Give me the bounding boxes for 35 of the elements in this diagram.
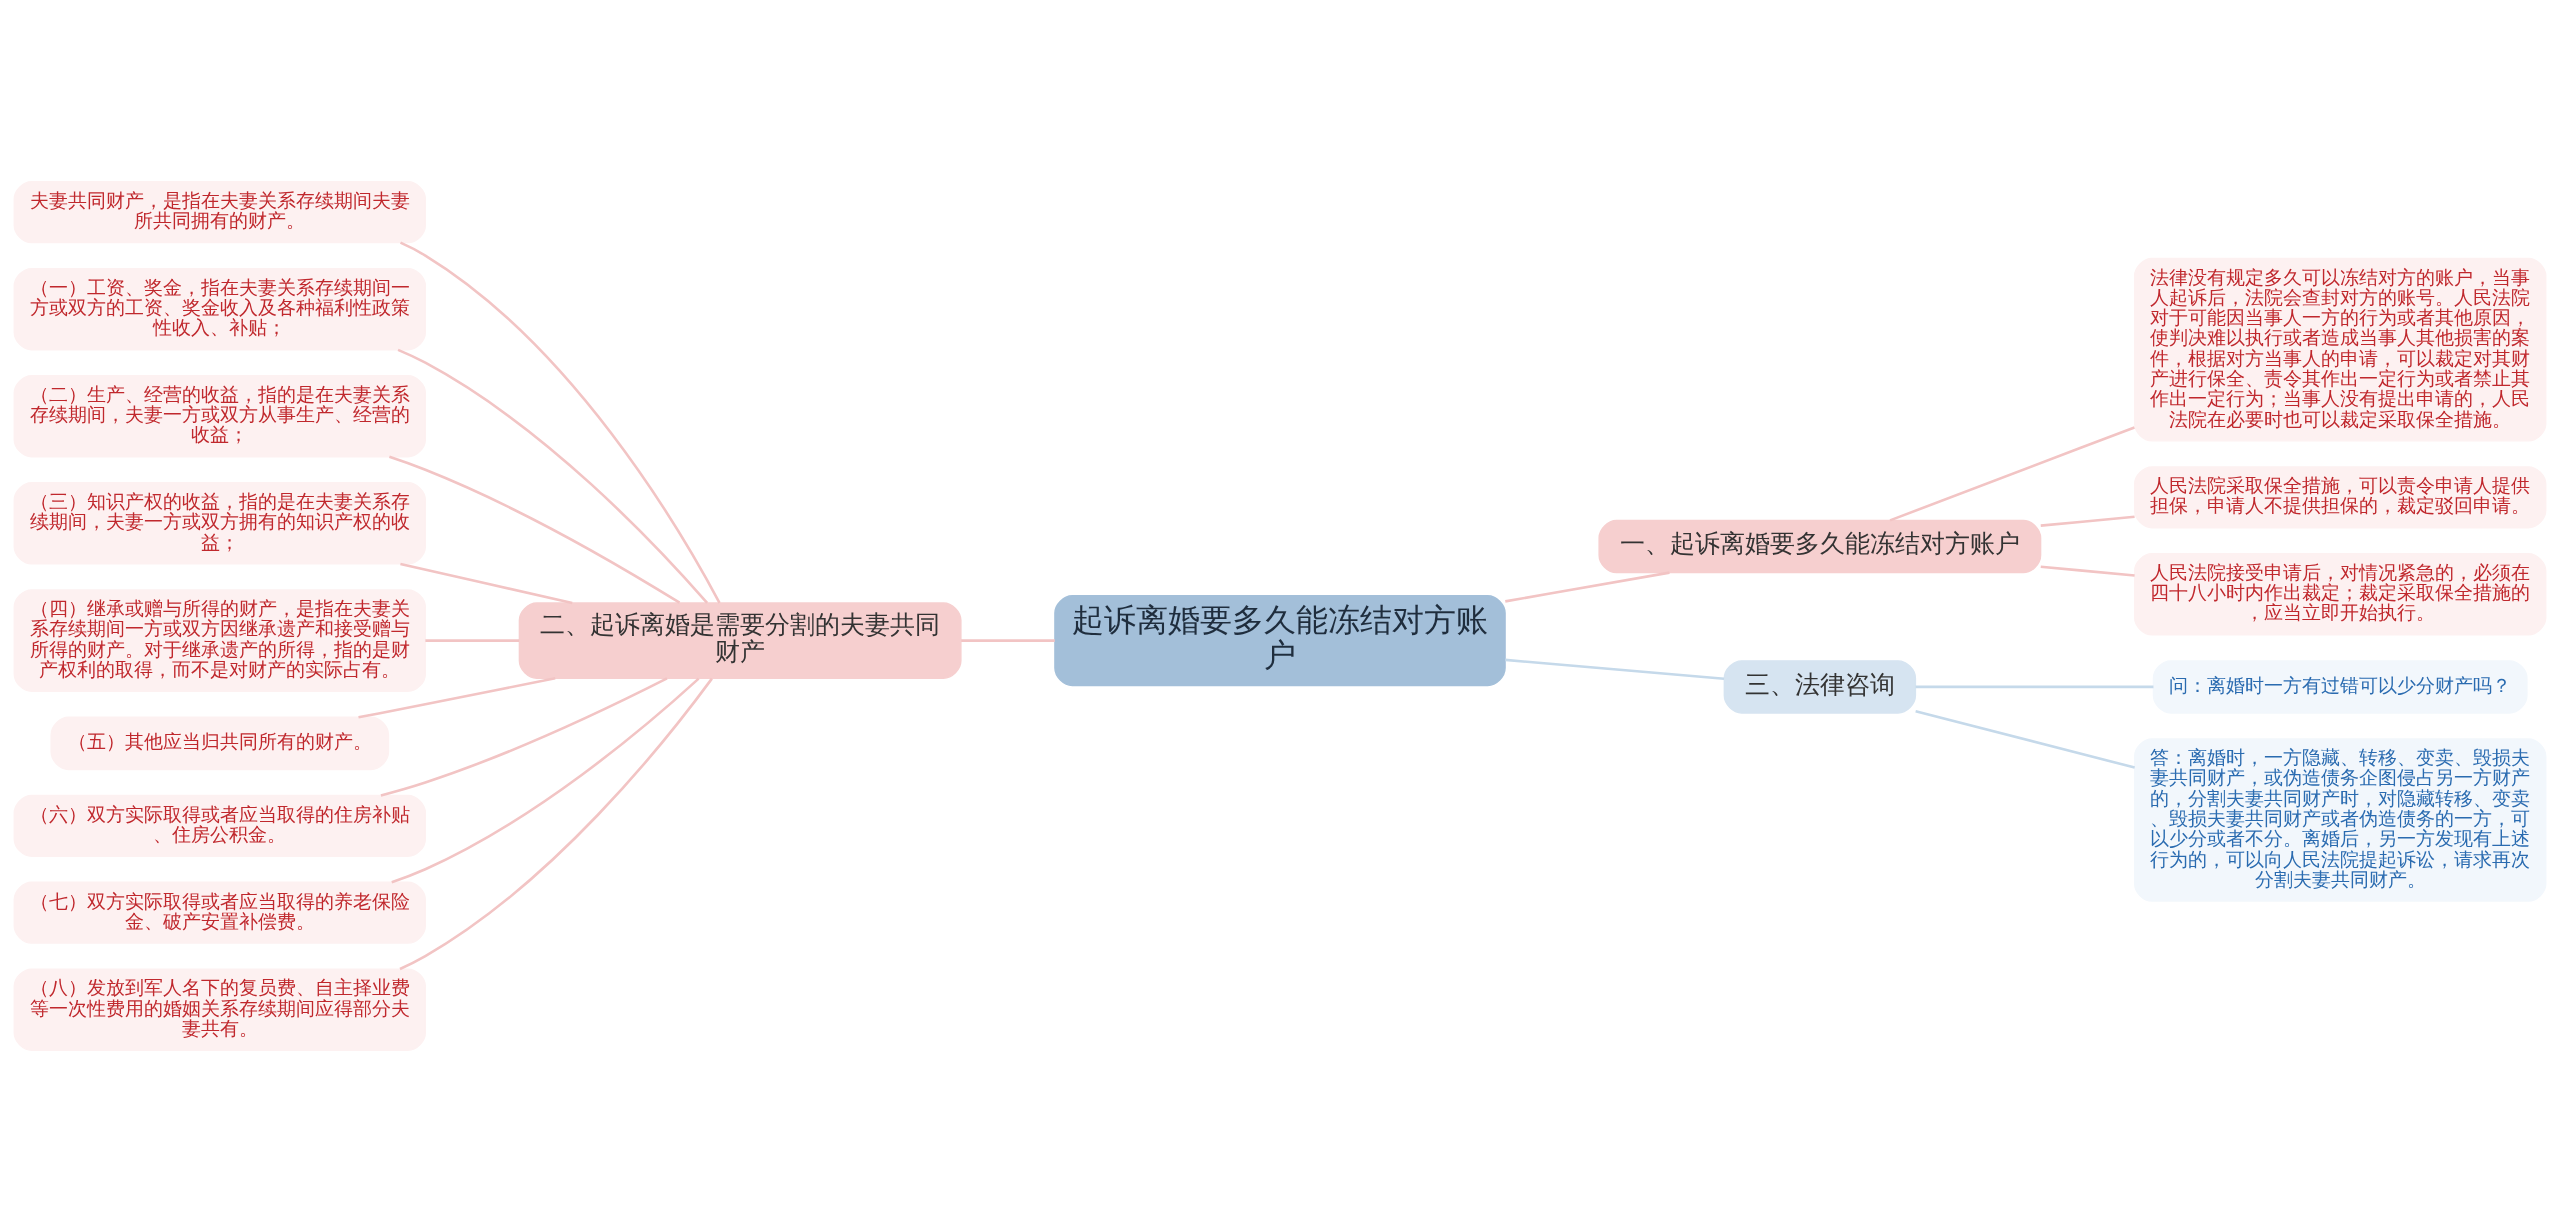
connector [1915, 709, 2135, 769]
node-box: 三、法律咨询 [1723, 659, 1917, 714]
connector [1915, 685, 2154, 688]
node-box: 人民法院采取保全措施，可以责令申请人提供担保，申请人不提供担保的，裁定驳回申请。 [2133, 465, 2547, 528]
node-box: （六）双方实际取得或者应当取得的住房补贴、住房公积金。 [13, 794, 427, 857]
node-box: （四）继承或赠与所得的财产，是指在夫妻关系存续期间一方或双方因继承遗产和接受赠与所得的财产。对于继承遗产的所得，指的是财产权利的取得，而不是对财产的实际占有。 [13, 588, 427, 692]
connector [961, 638, 1055, 642]
connector [400, 562, 573, 604]
node-box: （七）双方实际取得或者应当取得的养老保险金、破产安置补偿费。 [13, 881, 427, 944]
node-box: 法律没有规定多久可以冻结对方的账户，当事人起诉后，法院会查封对方的账号。人民法院对于可能因当事人一方的行为或者其他原因，使判决难以执行或者造成当事人其他损害的案件，根据对方当事人的申请，可以裁定对其财产进行保全、责令其作出一定行为或者禁止其作出一定行为；当事人没有提出申请的，人民法院在必要时也可以裁定采取保全措施。 [2133, 257, 2547, 442]
connector [358, 676, 556, 719]
connector [380, 676, 668, 797]
node-box: 答：离婚时，一方隐藏、转移、变卖、毁损夫妻共同财产，或伪造债务企图侵占另一方财产的，分割夫妻共同财产时，对隐藏转移、变卖、毁损夫妻共同财产或者伪造债务的一方，可以少分或者不分。离婚后，另一方发现有上述行为的，可以向人民法院提起诉讼，请求再次分割夫妻共同财产。 [2133, 737, 2547, 902]
node-box: 问：离婚时一方有过错可以少分财产吗？ [2152, 659, 2528, 714]
node-box: （八）发放到军人名下的复员费、自主择业费等一次性费用的婚姻关系存续期间应得部分夫妻共有。 [13, 967, 427, 1051]
connector [425, 638, 520, 642]
connector [397, 348, 709, 604]
connector [1505, 658, 1725, 680]
node-box: （三）知识产权的收益，指的是在夫妻关系存续期间，夫妻一方或双方拥有的知识产权的收益； [13, 481, 427, 565]
node-box: 二、起诉离婚是需要分割的夫妻共同财产 [518, 601, 962, 679]
node-box: （一）工资、奖金，指在夫妻关系存续期间一方或双方的工资、奖金收入及各种福利性政策性收入、补贴； [13, 267, 427, 350]
node-box: 起诉离婚要多久能冻结对方账户 [1054, 594, 1506, 686]
node-box: 人民法院接受申请后，对情况紧急的，必须在四十八小时内作出裁定；裁定采取保全措施的，应当立即开始执行。 [2133, 552, 2547, 636]
connector [391, 677, 700, 883]
node-box: （二）生产、经营的收益，指的是在夫妻关系存续期间，夫妻一方或双方从事生产、经营的收益； [13, 374, 427, 457]
connector [2040, 514, 2135, 527]
connector [399, 677, 713, 970]
connector [1505, 570, 1670, 603]
connector [1889, 425, 2135, 522]
connector [399, 241, 721, 603]
node-box: （五）其他应当归共同所有的财产。 [50, 716, 390, 770]
connector [388, 455, 681, 604]
node-box: 一、起诉离婚要多久能冻结对方账户 [1598, 519, 2042, 573]
connector [2040, 565, 2135, 577]
node-box: 夫妻共同财产，是指在夫妻关系存续期间夫妻所共同拥有的财产。 [13, 180, 427, 243]
